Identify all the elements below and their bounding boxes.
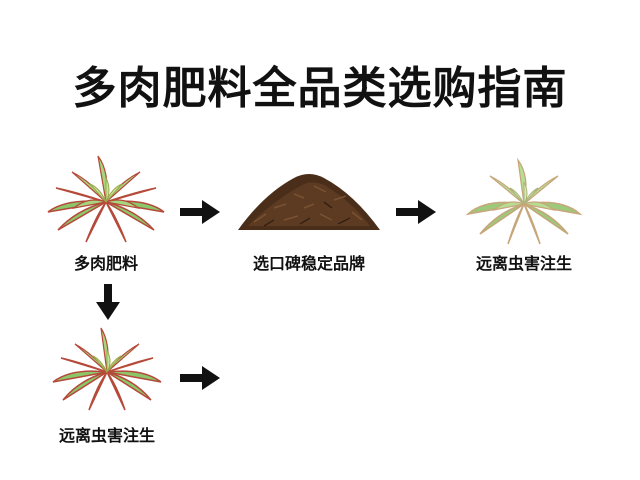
arrow-down-icon xyxy=(96,284,120,324)
page-title: 多肉肥料全品类选购指南 xyxy=(72,63,568,114)
node-label-fertilizer: 多肉肥料 xyxy=(73,254,138,273)
succulent-icon xyxy=(44,152,168,246)
succulent-icon xyxy=(462,152,586,246)
node-label-pest-free-top: 远离虫害注生 xyxy=(475,254,572,273)
arrow-right-icon xyxy=(396,200,436,228)
arrow-right-icon xyxy=(180,200,220,228)
node-label-pest-free-bottom: 远离虫害注生 xyxy=(58,426,155,445)
arrow-right-icon xyxy=(180,366,220,394)
succulent-icon xyxy=(48,322,166,412)
node-label-brand: 选口碑稳定品牌 xyxy=(252,254,365,273)
soil-pile-icon xyxy=(234,164,384,236)
